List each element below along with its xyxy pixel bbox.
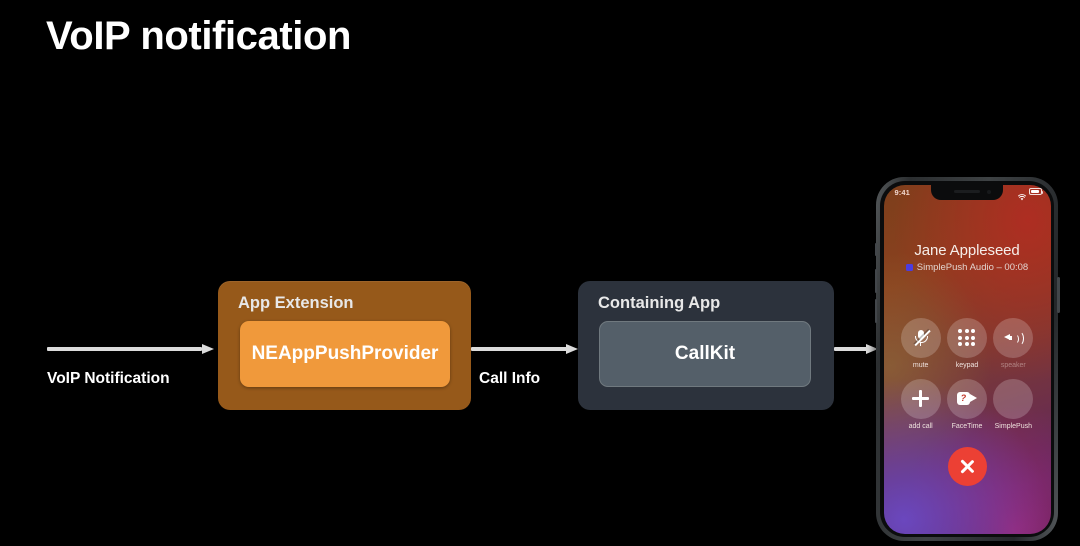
status-bar-indicators <box>1017 188 1043 201</box>
facetime-caption: FaceTime <box>951 422 983 430</box>
call-button-simplepush[interactable]: SimplePush <box>990 378 1036 430</box>
keypad-icon <box>958 329 976 346</box>
neapppushprovider-label: NEAppPushProvider <box>251 343 439 364</box>
status-bar: 9:41 <box>884 185 1051 201</box>
caller-name: Jane Appleseed <box>914 241 1020 259</box>
simplepush-app-badge-icon <box>905 263 913 271</box>
app-extension-box: App Extension NEAppPushProvider <box>218 281 471 410</box>
speaker-icon <box>1003 330 1025 346</box>
arrow-shaft <box>834 347 867 351</box>
wifi-icon <box>1017 188 1027 201</box>
add-call-caption: add call <box>908 422 933 430</box>
end-call-row <box>884 446 1051 486</box>
phone-notch <box>931 184 1003 200</box>
arrow-voip-notification-label: VoIP Notification <box>47 370 170 387</box>
speaker-caption: speaker <box>1000 361 1026 369</box>
video-camera-icon: ? <box>956 392 977 405</box>
phone-volume-up-button <box>874 269 877 293</box>
arrow-head <box>202 344 214 354</box>
arrow-shaft <box>471 347 567 351</box>
iphone-mockup: 9:41 Jane Appleseed SimplePush Au <box>874 177 1060 541</box>
earpiece-speaker <box>954 190 980 193</box>
plus-icon <box>912 390 930 407</box>
call-button-mute[interactable]: mute <box>898 317 944 369</box>
call-button-add-call[interactable]: add call <box>898 378 944 430</box>
phone-screen: 9:41 Jane Appleseed SimplePush Au <box>883 184 1051 534</box>
app-extension-title: App Extension <box>238 294 354 312</box>
call-button-facetime[interactable]: ? FaceTime <box>944 378 990 430</box>
battery-icon <box>1028 188 1043 195</box>
neapppushprovider-box: NEAppPushProvider <box>240 321 450 387</box>
callkit-label: CallKit <box>674 343 736 364</box>
simplepush-button-circle[interactable] <box>993 378 1034 419</box>
microphone-muted-icon <box>913 329 931 347</box>
call-controls-grid: mute keypad spea <box>898 317 1037 430</box>
arrow-head <box>566 344 578 354</box>
call-subtitle: SimplePush Audio – 00:08 <box>916 261 1029 273</box>
containing-app-title: Containing App <box>598 294 721 312</box>
call-button-keypad[interactable]: keypad <box>944 317 990 369</box>
simplepush-caption: SimplePush <box>994 422 1032 430</box>
add-call-button-circle[interactable] <box>900 378 941 419</box>
callkit-box: CallKit <box>599 321 811 387</box>
front-camera-icon <box>987 189 991 194</box>
arrow-call-info <box>471 344 578 354</box>
speaker-button-circle[interactable] <box>993 317 1034 358</box>
arrow-shaft <box>47 347 202 351</box>
call-subtitle-row: SimplePush Audio – 00:08 <box>884 262 1051 273</box>
keypad-button-circle[interactable] <box>946 317 987 358</box>
end-call-button[interactable] <box>947 446 987 486</box>
status-bar-time: 9:41 <box>894 187 910 197</box>
facetime-button-circle[interactable]: ? <box>946 378 987 419</box>
page-title: VoIP notification <box>46 14 352 58</box>
close-x-icon <box>959 458 976 475</box>
arrow-to-device <box>834 344 878 354</box>
containing-app-box: Containing App CallKit <box>578 281 834 410</box>
mute-button-circle[interactable] <box>900 317 941 358</box>
phone-volume-down-button <box>874 299 877 323</box>
phone-mute-switch <box>874 243 877 256</box>
arrow-call-info-label: Call Info <box>479 370 541 387</box>
phone-power-button <box>1057 277 1060 313</box>
arrow-voip-notification <box>47 344 214 354</box>
call-button-speaker[interactable]: speaker <box>990 317 1036 369</box>
arrow-head <box>866 344 878 354</box>
keypad-caption: keypad <box>955 361 979 369</box>
mute-caption: mute <box>912 361 929 369</box>
